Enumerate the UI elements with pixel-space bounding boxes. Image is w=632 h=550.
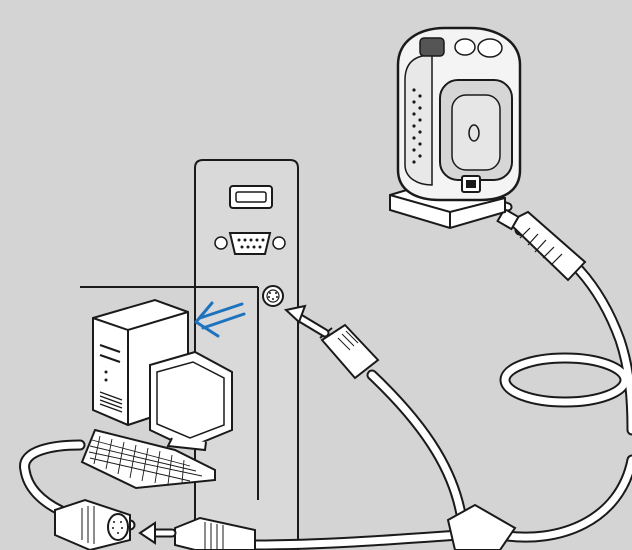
keyboard-plug [55,500,130,550]
scanner-cable-plug [498,209,585,280]
ps2-keyboard-port [263,286,283,306]
hdmi-port [230,186,272,208]
scanner-cable-port [462,176,480,192]
connect-keyboard-plug-arrow [140,523,172,543]
barcode-scanner [390,28,520,228]
monitor [150,352,232,450]
